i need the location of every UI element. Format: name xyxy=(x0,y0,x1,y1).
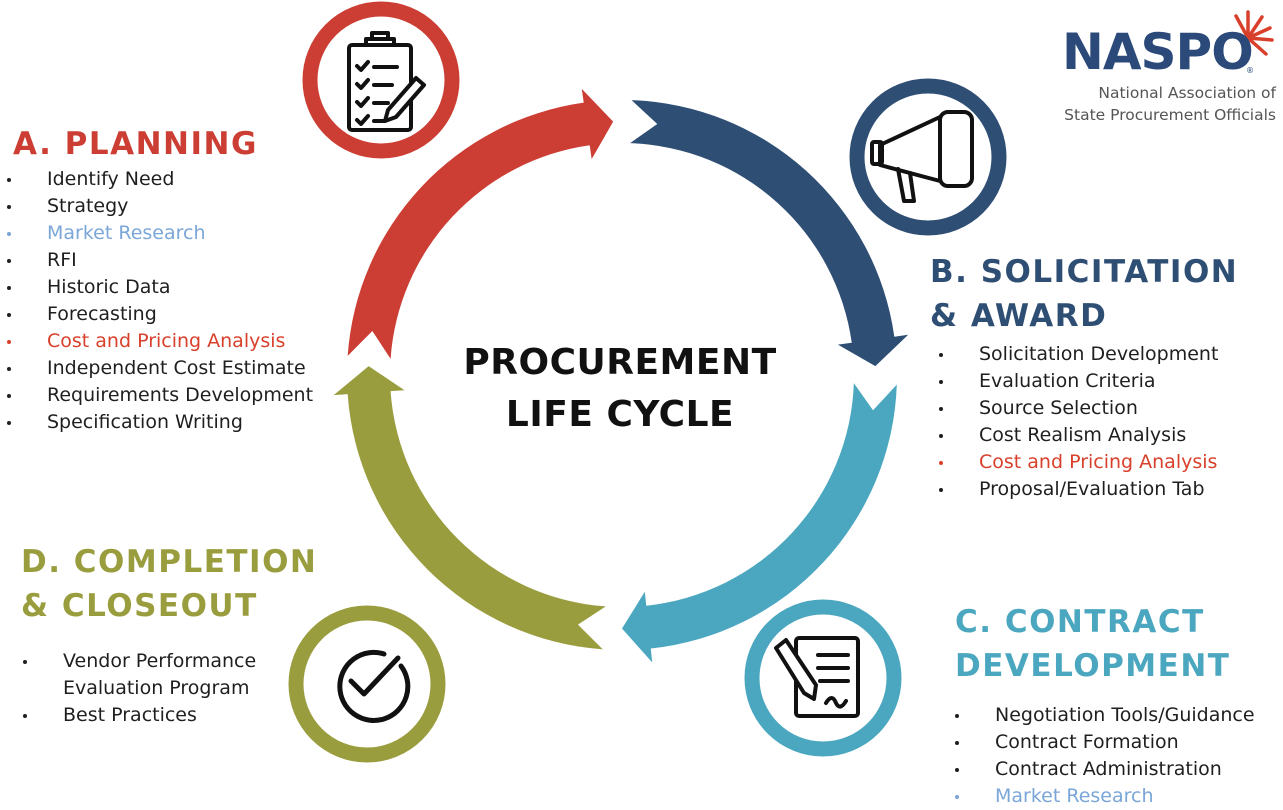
logo-registered-mark: ® xyxy=(1246,66,1254,75)
clipboard-checklist-icon xyxy=(347,31,426,132)
checkmark-circle-icon xyxy=(337,649,411,723)
logo-subtitle-line1: National Association of xyxy=(1098,84,1276,102)
contract-arrow-segment xyxy=(622,383,897,663)
contract-item: Negotiation Tools/Guidance xyxy=(955,702,1255,729)
planning-item: Strategy xyxy=(6,193,313,220)
solicitation-item: Cost Realism Analysis xyxy=(938,422,1218,449)
planning-item: Identify Need xyxy=(6,166,313,193)
contract-icon-badge xyxy=(744,599,902,757)
completion-arrow-segment xyxy=(333,366,606,650)
planning-item: Specification Writing xyxy=(6,409,313,436)
completion-heading: D. COMPLETION & CLOSEOUT xyxy=(21,540,317,628)
contract-item: Contract Administration xyxy=(955,756,1255,783)
planning-heading-line1: A. PLANNING xyxy=(13,126,258,162)
solicitation-heading-line2: & AWARD xyxy=(930,298,1108,334)
solicitation-icon-badge xyxy=(849,78,1007,236)
solicitation-heading: B. SOLICITATION & AWARD xyxy=(930,250,1238,338)
solicitation-arrow-segment xyxy=(630,100,909,367)
planning-item: Historic Data xyxy=(6,274,313,301)
completion-heading-line1: D. COMPLETION xyxy=(21,544,318,580)
center-title: PROCUREMENT LIFE CYCLE xyxy=(450,337,790,441)
planning-arrow-segment xyxy=(347,88,614,359)
solicitation-heading-line1: B. SOLICITATION xyxy=(930,254,1239,290)
planning-item: RFI xyxy=(6,247,313,274)
logo-subtitle-line2: State Procurement Officials xyxy=(1064,106,1276,124)
logo-subtitle: National Association of State Procuremen… xyxy=(1010,82,1276,126)
center-title-line2: LIFE CYCLE xyxy=(505,394,735,435)
contract-item: Market Research xyxy=(955,783,1255,810)
center-title-line1: PROCUREMENT xyxy=(463,342,777,383)
planning-item: Cost and Pricing Analysis xyxy=(6,328,313,355)
solicitation-item: Evaluation Criteria xyxy=(938,368,1218,395)
contract-heading-line1: C. CONTRACT xyxy=(955,604,1205,640)
solicitation-item: Cost and Pricing Analysis xyxy=(938,449,1218,476)
planning-item: Market Research xyxy=(6,220,313,247)
contract-heading-line2: DEVELOPMENT xyxy=(955,648,1231,684)
planning-item: Requirements Development xyxy=(6,382,313,409)
contract-signing-icon xyxy=(774,636,860,718)
completion-icon-badge xyxy=(288,605,446,763)
sunburst-icon xyxy=(1234,10,1274,56)
megaphone-icon xyxy=(870,110,974,203)
contract-heading: C. CONTRACT DEVELOPMENT xyxy=(955,600,1230,688)
planning-item: Independent Cost Estimate xyxy=(6,355,313,382)
completion-item: Best Practices xyxy=(23,702,263,729)
completion-heading-line2: & CLOSEOUT xyxy=(21,588,258,624)
planning-heading: A. PLANNING xyxy=(13,122,258,166)
planning-item: Forecasting xyxy=(6,301,313,328)
solicitation-item: Source Selection xyxy=(938,395,1218,422)
solicitation-item: Proposal/Evaluation Tab xyxy=(938,476,1218,503)
logo-wordmark: NASPO xyxy=(1062,23,1254,81)
planning-icon-badge xyxy=(302,1,460,159)
solicitation-item: Solicitation Development xyxy=(938,341,1218,368)
contract-item: Contract Formation xyxy=(955,729,1255,756)
completion-item: Vendor Performance Evaluation Program xyxy=(23,648,263,702)
